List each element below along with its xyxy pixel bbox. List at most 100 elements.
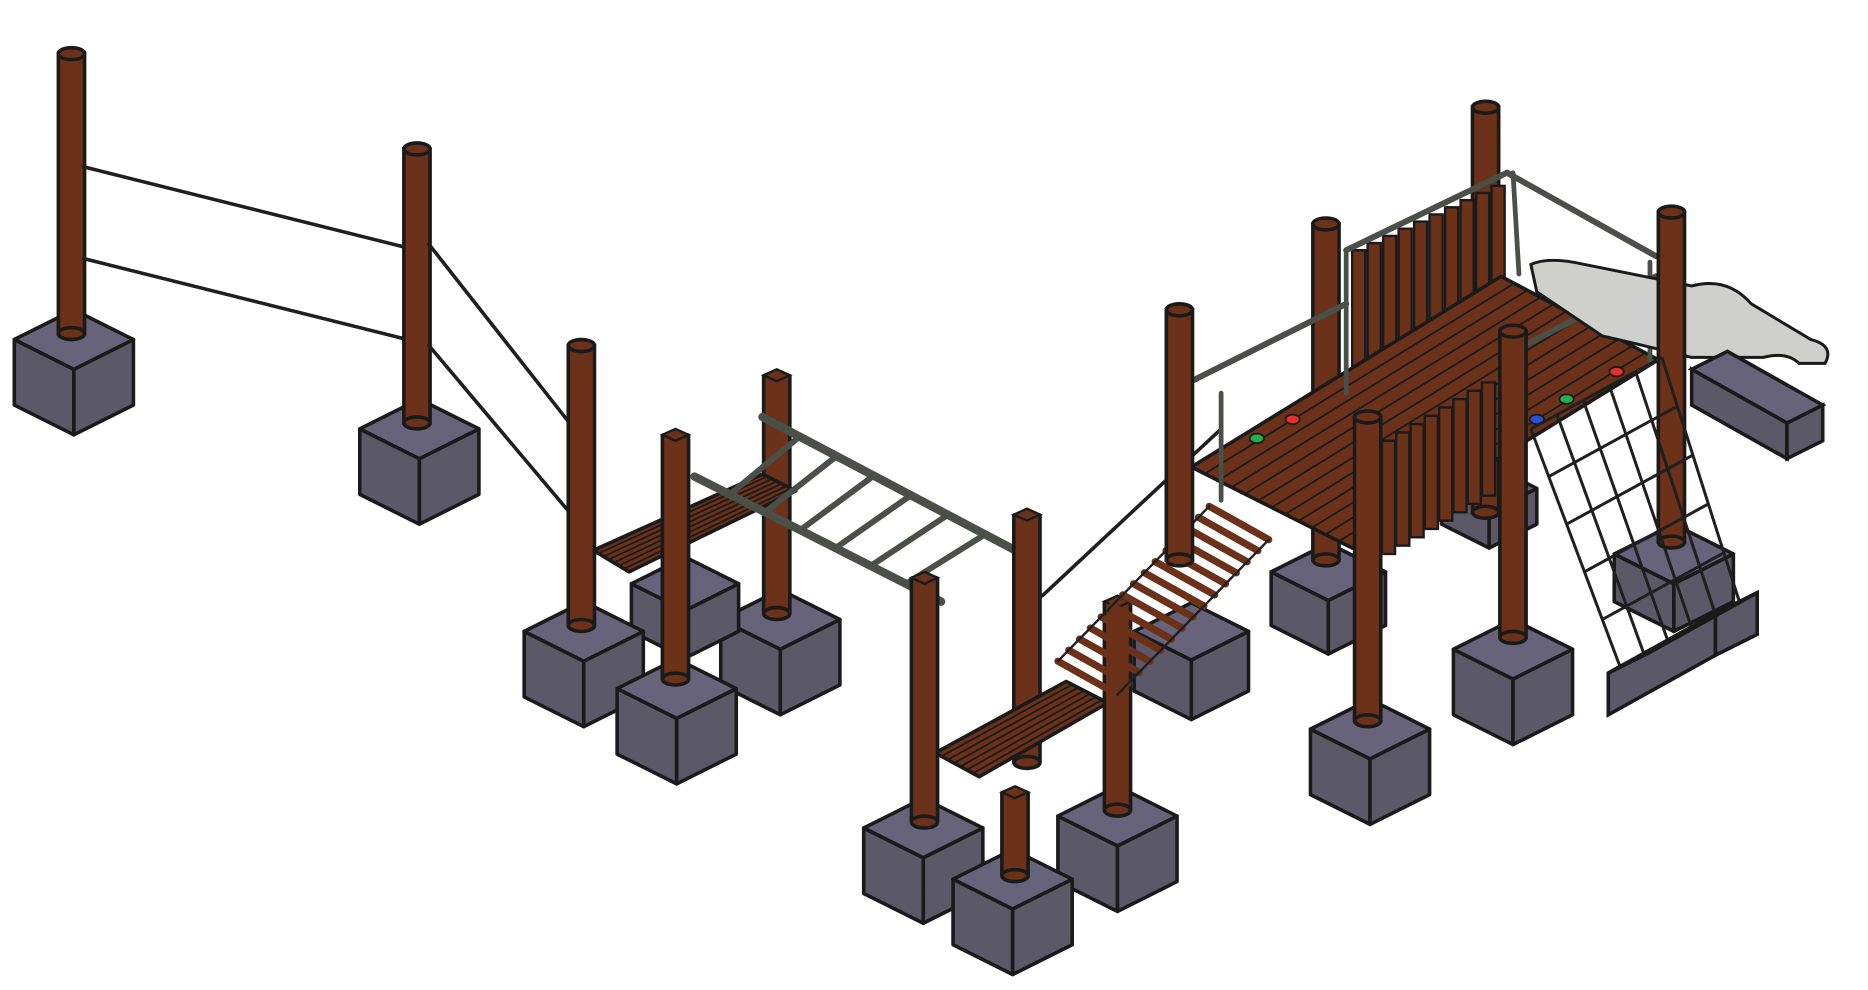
monkey-bar-rail-back [758,412,1027,559]
post-top [402,141,432,157]
tower-side-plank [1466,389,1483,506]
deck-plank-seam [972,699,1103,775]
post-body [566,343,597,628]
post-base [1470,504,1501,521]
post-base [1000,867,1030,884]
deck-plank-seam [613,482,782,564]
net-rope [1555,414,1646,655]
monkey-bar-rung [867,511,951,569]
platform-2-post-left [908,570,941,830]
post-body [1498,329,1528,640]
deck-plank-seam [966,695,1097,771]
monkey-bar-rail-front [690,472,946,606]
tower-post-right [1498,323,1528,646]
deck-plank-seam [608,480,778,561]
net-rope [1565,453,1694,526]
deck-plank-seam [959,692,1091,768]
monkey-bar-rung [762,453,840,516]
post-top [1010,507,1043,522]
climbing-net [1529,356,1741,669]
post-base [1498,629,1528,646]
deck-plank-seam [941,683,1073,758]
post-base [1311,552,1341,568]
post-body [660,433,691,681]
post-top [1498,323,1528,339]
net-rope [1660,356,1741,603]
post-top [1164,302,1195,318]
tower-railing-post [1510,170,1522,277]
climbing-hold [1284,413,1301,426]
climbing-hold [1558,393,1575,405]
platform-1-post-front [659,427,692,687]
tower-post-left [1164,302,1195,568]
post-top [1470,99,1501,115]
deck-plank-seam [1217,289,1528,482]
bridge-plank [1140,569,1208,610]
post-base [566,617,597,634]
diagonal-rope-lower [427,343,572,515]
deck-plank-seam [953,689,1085,764]
tower-side-plank [1480,381,1497,497]
post-top [659,427,692,443]
footing-top-face [615,657,739,721]
post-base [909,814,940,830]
post-top [1352,409,1383,425]
climbing-hold [1248,432,1265,445]
deck-plank-seam [1271,317,1581,509]
net-rope [1529,428,1622,668]
net-rope [1634,371,1717,616]
platform-1-post-left [566,337,597,634]
net-rope [1608,385,1694,629]
slide-base-block [1687,349,1827,462]
tower-side-plank [1423,414,1440,531]
footing-top-face [1308,697,1432,761]
deck-plank-seam [623,487,792,570]
net-rope [1530,356,1663,431]
post-top [908,570,941,586]
post-base [1012,754,1042,771]
bridge-plank [1184,524,1251,566]
tower-side-plank [1409,422,1425,539]
tower-side-plank [1380,439,1397,556]
deck-plank-seam [947,686,1079,761]
net-rope [1548,404,1679,478]
traverse-rope-lower [81,256,405,341]
post-top [56,45,87,62]
monkey-bar-rung [832,492,914,551]
bridge-plank [1119,591,1186,632]
bridge-chain-right [1116,538,1270,696]
beam-top-face [1687,349,1827,425]
footing-top-face [1451,617,1575,681]
net-rope [1601,551,1725,621]
bridge-plank [1151,558,1219,599]
post-body [56,51,87,336]
deck-plank-seam [618,485,787,567]
monkey-bar-rung [797,472,877,534]
post-body [1164,307,1195,562]
post-top [760,368,793,383]
tower-railing [1504,169,1659,260]
post-base [1164,552,1195,568]
net-rope [1581,399,1670,642]
post-base [761,605,792,622]
structure-layer [12,45,1830,977]
bridge-plank [1129,580,1197,621]
rope-post-2 [402,141,432,431]
tower-post-front [1352,409,1383,729]
post-body [1352,415,1383,723]
rope-post-1 [56,45,87,342]
bridge-plank [1086,624,1154,665]
post-top [1656,204,1687,220]
deck-plank-seam [1231,296,1541,489]
tower-post-net [1656,204,1687,550]
post-top [999,784,1031,800]
net-rope [1583,502,1710,574]
bridge-plank [1097,613,1165,654]
tower-railing [1343,169,1511,254]
platform-2-deck [933,679,1110,779]
net-anchor-block [1606,589,1759,718]
post-body [1656,210,1687,544]
post-base [402,415,432,431]
bridge-plank [1108,602,1176,643]
